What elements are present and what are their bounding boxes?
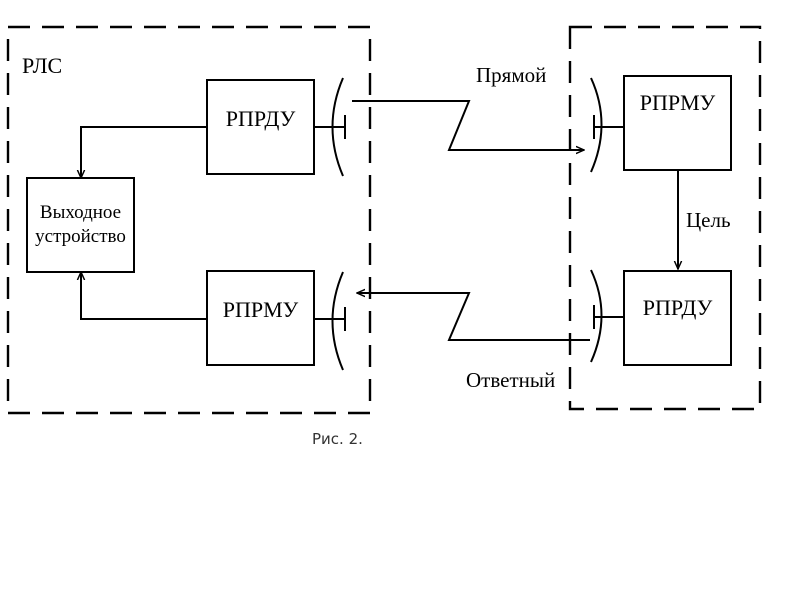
rx-to-output-line [81, 272, 207, 320]
direct-link-label: Прямой [476, 63, 547, 87]
output-device-box [26, 177, 135, 273]
right-rx-antenna-dish [590, 77, 603, 173]
response-link-arrow [357, 293, 590, 341]
direct-link-arrow [352, 100, 584, 150]
rls-region-label: РЛС [22, 53, 63, 78]
right-transmitter-label: РПРДУ [642, 295, 713, 321]
rls-region-border [6, 25, 372, 415]
left-rx-antenna-dish [331, 271, 344, 371]
right-tx-antenna-dish [590, 269, 603, 363]
left-receiver-label: РПРМУ [222, 297, 299, 323]
right-receiver-label: РПРМУ [639, 90, 716, 116]
left-receiver-box [206, 270, 315, 366]
left-transmitter-label: РПРДУ [225, 106, 296, 132]
target-link-label: Цель [686, 208, 731, 232]
target-region-border [568, 25, 762, 411]
right-receiver-box [623, 75, 732, 171]
response-link-label: Ответный [466, 368, 556, 392]
output-device-label: Выходное устройство [35, 202, 126, 247]
tx-to-output-line [81, 126, 207, 178]
left-tx-antenna-dish [331, 77, 344, 177]
figure-caption: Рис. 2. [312, 430, 363, 448]
